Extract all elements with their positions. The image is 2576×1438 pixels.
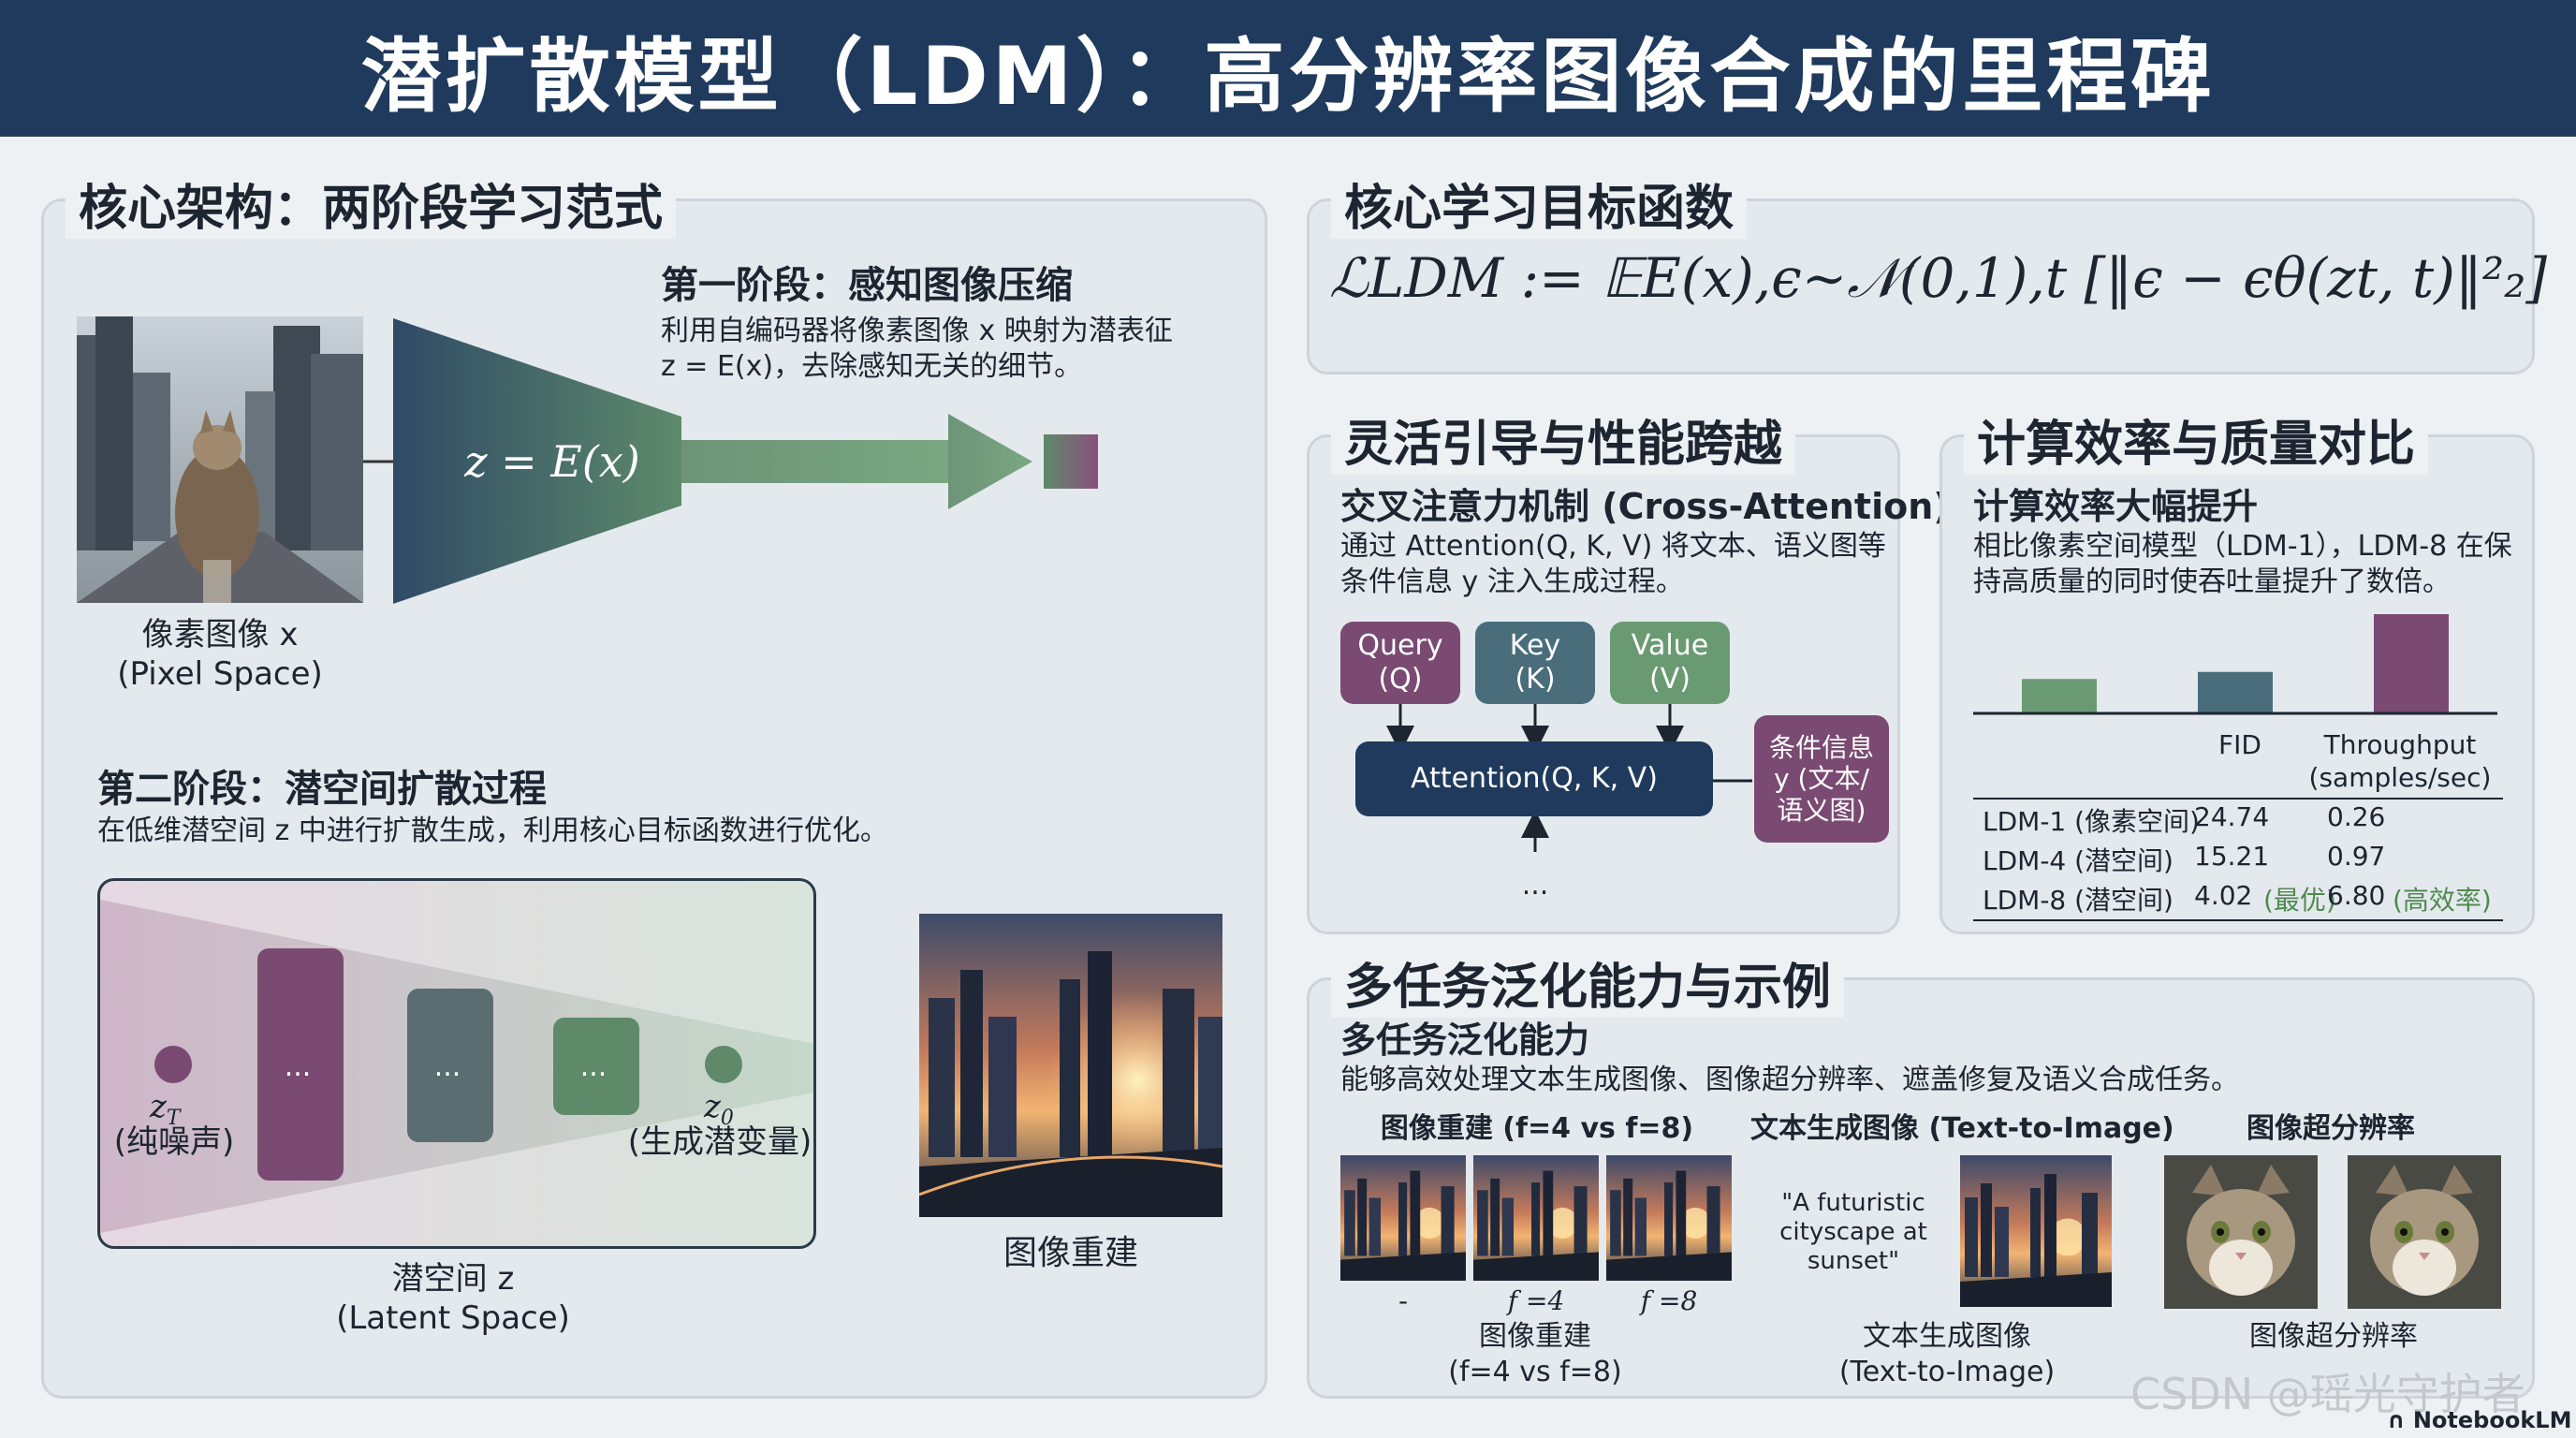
latent-step-1 (257, 948, 344, 1181)
efficiency-subtitle: 计算效率大幅提升 (1973, 486, 2259, 527)
col-header-fid: FID (2218, 729, 2261, 760)
watermark: CSDN @瑶光守护者 (2130, 1369, 2525, 1419)
efficiency-desc-line2: 持高质量的同时使吞吐量提升了数倍。 (1973, 565, 2451, 598)
efficiency-desc-line1: 相比像素空间模型（LDM-1），LDM-8 在保 (1973, 530, 2512, 563)
table-divider (1973, 798, 2503, 800)
t2i-label: 文本生成图像 (1863, 1320, 2031, 1353)
latent-step-3 (553, 1018, 639, 1115)
recon-thumbnail (1473, 1155, 1599, 1281)
recon-sublabel: (f=4 vs f=8) (1448, 1356, 1622, 1388)
latent-label: 潜空间 z (391, 1260, 515, 1298)
guidance-subtitle: 交叉注意力机制 (Cross-Attention) (1340, 486, 1950, 527)
latent-output-node (705, 1046, 742, 1083)
key-box: Key (K) (1475, 622, 1595, 704)
multitask-subtitle: 多任务泛化能力 (1340, 1020, 1590, 1061)
table-cell-fid: 4.02 (2194, 880, 2253, 911)
table-cell-model: LDM-1 (像素空间) (1983, 806, 2200, 837)
table-cell-model: LDM-8 (潜空间) (1983, 885, 2174, 916)
t2i-sublabel: (Text-to-Image) (1838, 1356, 2056, 1388)
query-box: Query (Q) (1340, 622, 1460, 704)
z0-symbol: z0 (704, 1088, 734, 1130)
t2i-prompt: "A futuristic cityscape at sunset" (1779, 1189, 1927, 1276)
pixel-label: 像素图像 x (141, 616, 299, 653)
recon-caption-3: f =8 (1640, 1285, 1698, 1316)
pixel-image (77, 316, 363, 603)
guidance-desc-line2: 条件信息 y 注入生成过程。 (1340, 565, 1684, 598)
reconstruction-image (919, 914, 1222, 1217)
t2i-image (1960, 1155, 2112, 1307)
attention-input-ellipsis: ... (1521, 869, 1549, 902)
reconstruction-label: 图像重建 (1003, 1234, 1138, 1272)
sr-label: 图像超分辨率 (2249, 1320, 2418, 1353)
latent-step-2 (407, 989, 493, 1142)
pixel-sublabel: (Pixel Space) (117, 655, 323, 693)
table-cell-fid: 24.74 (2194, 801, 2270, 832)
value-box: Value (V) (1610, 622, 1730, 704)
page-title: 潜扩散模型（LDM）：高分辨率图像合成的里程碑 (0, 0, 2576, 137)
architecture-title: 核心架构：两阶段学习范式 (66, 169, 677, 239)
table-cell-throughput-note: (高效率) (2393, 885, 2492, 916)
encoder-diagram (363, 318, 1098, 604)
table-cell-throughput: 0.26 (2327, 801, 2386, 832)
attention-arrows (1386, 704, 1752, 852)
table-bottom-rule (1973, 919, 2503, 921)
col-header-throughput: Throughput (samples/sec) (2308, 729, 2492, 793)
encoder-label: z = E(x) (464, 436, 640, 487)
multitask-desc: 能够高效处理文本生成图像、图像超分辨率、遮盖修复及语义合成任务。 (1340, 1064, 2239, 1096)
sr-highres-image (2348, 1155, 2501, 1309)
recon-caption-2: f =4 (1507, 1285, 1565, 1316)
attention-box: Attention(Q, K, V) (1355, 741, 1713, 816)
zt-label: (纯噪声) (113, 1123, 235, 1161)
sr-group-title: 图像超分辨率 (2247, 1112, 2415, 1145)
table-cell-throughput: 6.80 (2327, 880, 2386, 911)
zt-symbol: zT (150, 1088, 181, 1130)
throughput-bar (2022, 679, 2097, 713)
stage1-desc-line2: z = E(x)，去除感知无关的细节。 (661, 350, 1083, 383)
guidance-desc-line1: 通过 Attention(Q, K, V) 将文本、语义图等 (1340, 530, 1886, 563)
guidance-title: 灵活引导与性能跨越 (1331, 404, 1796, 475)
multitask-title: 多任务泛化能力与示例 (1331, 947, 1845, 1018)
stage1-title: 第一阶段：感知图像压缩 (661, 264, 1073, 307)
diffusion-step3-ellipsis: ... (579, 1050, 607, 1083)
brand-icon: ∩ (2387, 1407, 2413, 1433)
diffusion-step2-ellipsis: ... (433, 1050, 461, 1083)
recon-group-title: 图像重建 (f=4 vs f=8) (1380, 1112, 1694, 1145)
condition-box: 条件信息 y (文本/ 语义图) (1754, 715, 1889, 843)
noise-node (154, 1046, 192, 1083)
objective-title: 核心学习目标函数 (1331, 169, 1748, 239)
recon-caption-1: - (1398, 1285, 1409, 1316)
throughput-bar (2374, 614, 2449, 713)
table-cell-throughput: 0.97 (2327, 841, 2386, 872)
diffusion-step1-ellipsis: ... (284, 1050, 312, 1083)
stage1-desc-line1: 利用自编码器将像素图像 x 映射为潜表征 (661, 315, 1173, 347)
objective-formula: ℒLDM := 𝔼E(x),ϵ∼𝒩(0,1),t [‖ϵ − ϵθ(zt, t)… (1329, 246, 2547, 310)
recon-thumbnail (1606, 1155, 1732, 1281)
stage2-desc: 在低维潜空间 z 中进行扩散生成，利用核心目标函数进行优化。 (97, 814, 888, 847)
brand-label: ∩ NotebookLM (2387, 1407, 2572, 1433)
table-cell-fid-note: (最优) (2263, 885, 2336, 916)
efficiency-title: 计算效率与质量对比 (1964, 404, 2429, 475)
recon-label: 图像重建 (1479, 1320, 1591, 1353)
z0-label: (生成潜变量) (627, 1123, 812, 1161)
sr-lowres-image (2164, 1155, 2318, 1309)
table-cell-fid: 15.21 (2194, 841, 2270, 872)
t2i-group-title: 文本生成图像 (Text-to-Image) (1750, 1112, 2174, 1145)
diffusion-box (97, 878, 816, 1249)
latent-sublabel: (Latent Space) (336, 1299, 570, 1337)
stage2-title: 第二阶段：潜空间扩散过程 (97, 768, 547, 811)
table-cell-model: LDM-4 (潜空间) (1983, 845, 2174, 876)
efficiency-bar-chart (1973, 614, 2497, 715)
recon-thumbnail (1340, 1155, 1466, 1281)
throughput-bar (2198, 671, 2273, 713)
